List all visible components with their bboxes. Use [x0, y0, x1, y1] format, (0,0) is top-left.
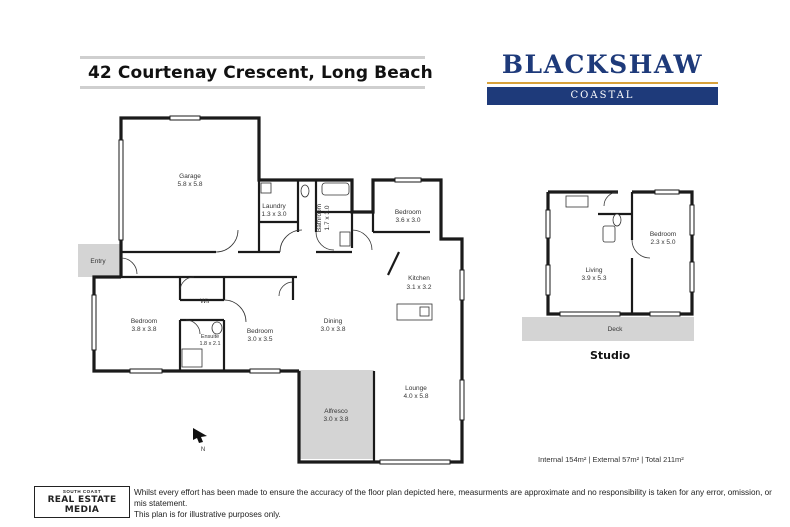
agency-logo: BLACKSHAW COASTAL	[487, 50, 718, 105]
fixtures	[181, 182, 433, 368]
disclaimer-line-2: This plan is for illustrative purposes o…	[134, 510, 281, 519]
studio-bedroom-label: Bedroom	[650, 231, 676, 238]
property-address: 42 Courtenay Crescent, Long Beach	[88, 63, 433, 83]
windows	[91, 115, 465, 465]
ensuite-label: Ensuite	[201, 334, 219, 340]
title-rule-top	[80, 56, 425, 59]
bathroom-size: 1.7 x 3.0	[324, 205, 331, 230]
entry-area	[78, 244, 121, 277]
studio-bedroom-size: 2.3 x 5.0	[651, 239, 676, 246]
laundry-label: Laundry	[262, 203, 286, 210]
logo-subtitle: COASTAL	[487, 87, 718, 105]
north-label: N	[201, 447, 205, 453]
logo-gold-line	[487, 82, 718, 84]
studio-living-size: 3.9 x 5.3	[582, 275, 607, 282]
alfresco-label: Alfresco	[324, 408, 348, 415]
garage-label: Garage	[179, 173, 201, 180]
alfresco-size: 3.0 x 3.8	[324, 416, 349, 423]
studio-walls	[546, 190, 694, 316]
kitchen-size: 3.1 x 3.2	[407, 284, 432, 291]
studio-living-label: Living	[586, 267, 603, 274]
company-logo: SOUTH COAST REAL ESTATE MEDIA	[34, 486, 130, 518]
bedroom2-label: Bedroom	[131, 318, 157, 325]
dining-label: Dining	[324, 318, 343, 325]
laundry-size: 1.3 x 3.0	[262, 211, 287, 218]
disclaimer: Whilst every effort has been made to ens…	[134, 487, 774, 520]
lounge-size: 4.0 x 5.8	[404, 393, 429, 400]
interior-walls	[121, 180, 430, 462]
alfresco-area	[299, 370, 374, 459]
studio-fixtures	[565, 195, 622, 243]
logo-brand: BLACKSHAW	[501, 50, 704, 79]
bathroom-label: Bathroom	[316, 204, 323, 232]
studio-windows	[545, 189, 695, 317]
bedroom1-label: Bedroom	[395, 209, 421, 216]
studio-caption: Studio	[590, 349, 631, 362]
bedroom1-size: 3.6 x 3.0	[396, 217, 421, 224]
company-logo-main: REAL ESTATE MEDIA	[47, 495, 117, 515]
wir-label: Wir	[200, 298, 211, 305]
studio-door-swings	[603, 191, 651, 259]
title-rule-bottom	[80, 86, 425, 89]
deck-area	[522, 317, 694, 341]
dining-size: 3.0 x 3.8	[321, 326, 346, 333]
entry-label: Entry	[90, 258, 106, 265]
area-summary: Internal 154m² | External 57m² | Total 2…	[538, 455, 684, 464]
north-arrow-icon	[193, 428, 207, 443]
door-swings	[120, 229, 373, 335]
studio-interior-walls	[598, 192, 634, 314]
lounge-label: Lounge	[405, 385, 427, 392]
company-logo-top: SOUTH COAST	[62, 489, 102, 494]
bedroom3-label: Bedroom	[247, 328, 273, 335]
kitchen-label: Kitchen	[408, 275, 430, 282]
bedroom2-size: 3.8 x 3.8	[132, 326, 157, 333]
deck-label: Deck	[608, 326, 624, 333]
disclaimer-line-1: Whilst every effort has been made to ens…	[134, 488, 772, 508]
ensuite-size: 1.8 x 2.1	[199, 341, 220, 347]
garage-size: 5.8 x 5.8	[178, 181, 203, 188]
bedroom3-size: 3.0 x 3.5	[248, 336, 273, 343]
title-block: 42 Courtenay Crescent, Long Beach	[80, 56, 433, 89]
